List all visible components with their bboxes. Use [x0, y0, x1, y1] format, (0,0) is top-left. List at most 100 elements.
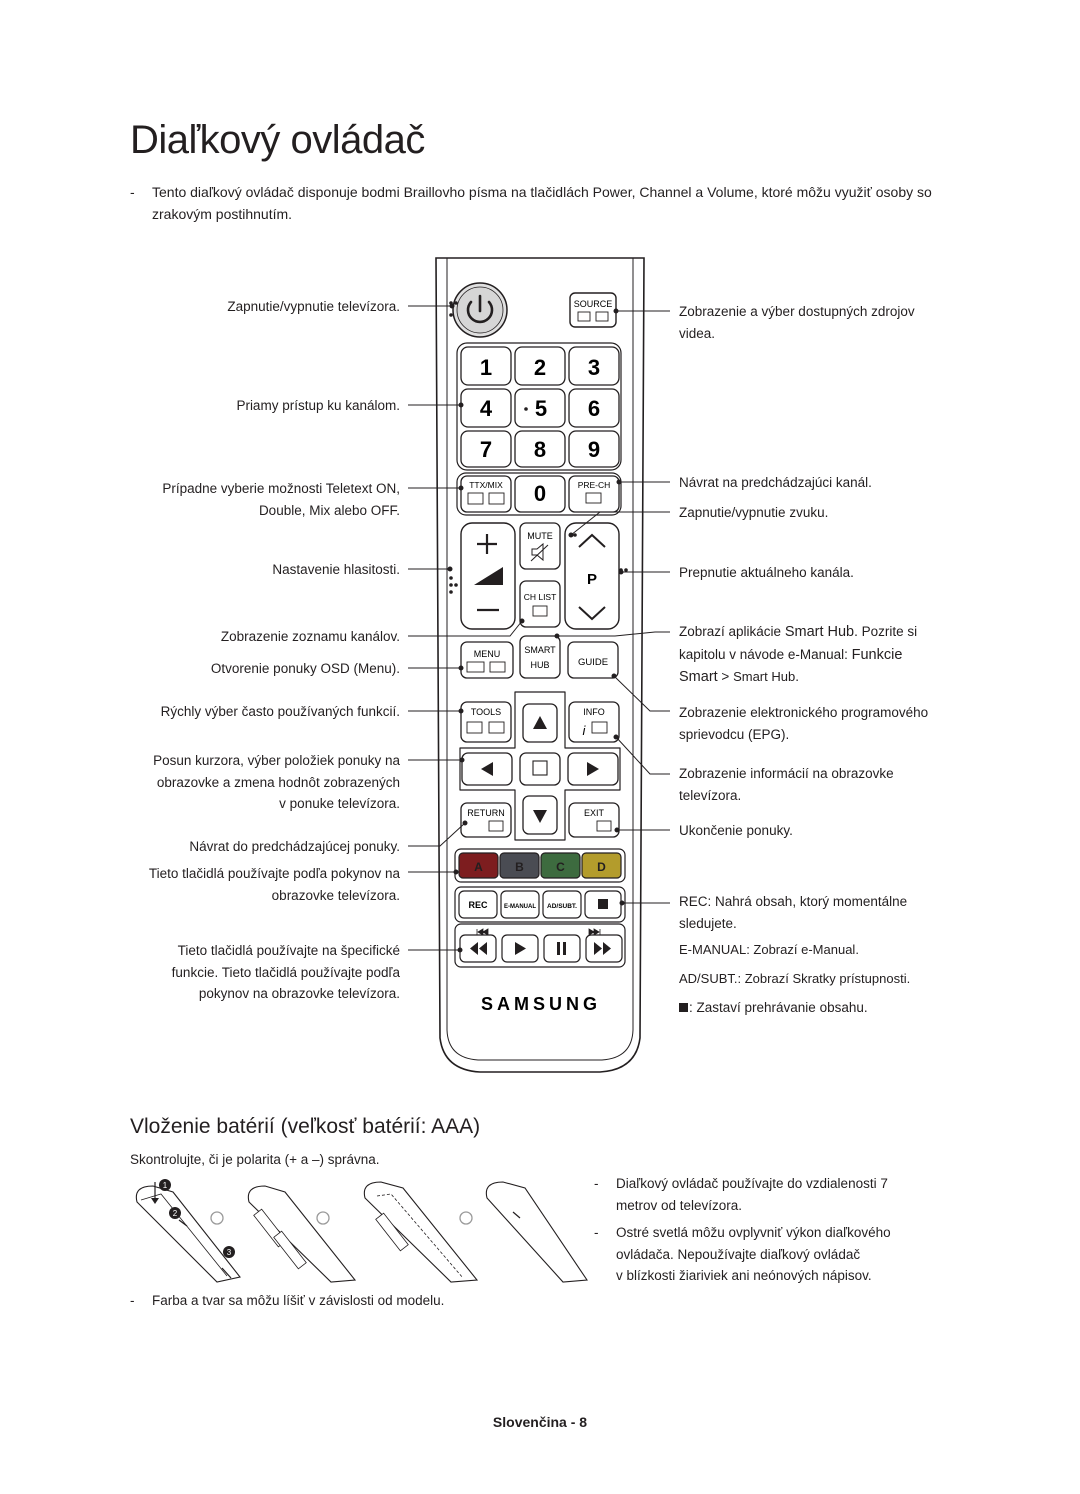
e-manual-dot: .: [855, 942, 859, 957]
battery-step-2-image: [247, 1185, 357, 1283]
rewind-button: [459, 934, 497, 963]
digit-2-button: 2: [514, 346, 566, 386]
digit-8-label: 8: [534, 437, 546, 462]
fast-forward-button: [585, 934, 623, 963]
smart-hub-line3d: .: [795, 669, 799, 684]
mute-button: MUTE: [519, 522, 561, 570]
color-key-a-button[interactable]: A: [458, 852, 499, 879]
digit-9-label: 9: [588, 437, 600, 462]
label-special: Tieto tlačidlá používajte na špecifické …: [172, 940, 400, 1005]
next-arrow-icon: [210, 1211, 224, 1225]
guide-button: GUIDE: [567, 641, 619, 679]
stop-button: [584, 890, 622, 919]
label-exit: Ukončenie ponuky.: [679, 823, 793, 838]
ttx-mix-label: TTX/MIX: [469, 480, 503, 490]
label-guide: Zobrazenie elektronického programového s…: [679, 702, 928, 745]
color-key-c-label: C: [556, 860, 565, 874]
digit-3-button: 3: [568, 346, 620, 386]
channel-rocker: [564, 522, 620, 630]
guide-label: GUIDE: [578, 657, 608, 668]
smart-hub-line2a: kapitolu v návode e-Manual:: [679, 646, 852, 662]
ttx-mix-button: TTX/MIX: [460, 475, 512, 513]
enter-button: [519, 752, 561, 786]
label-color-keys: Tieto tlačidlá používajte podľa pokynov …: [149, 863, 400, 906]
digit-4-label: 4: [480, 396, 493, 421]
label-e-manual: E-MANUAL: Zobrazí e-Manual.: [679, 939, 859, 961]
note-distance-line2: metrov od televízora.: [616, 1197, 743, 1213]
e-manual-term: E-MANUAL: [679, 942, 747, 957]
intro-sep1: ,: [631, 184, 640, 200]
step-3-badge: 3: [227, 1248, 232, 1257]
digit-3-label: 3: [588, 355, 600, 380]
mute-label: MUTE: [527, 531, 553, 541]
note-color-shape: -Farba a tvar sa môžu líšiť v závislosti…: [130, 1290, 444, 1312]
digit-4-button: 4: [460, 388, 512, 428]
volume-rocker: [460, 522, 516, 630]
up-arrow-button: [522, 703, 558, 743]
play-button: [501, 934, 539, 963]
return-label: RETURN: [467, 808, 505, 818]
rec-button: REC: [458, 890, 498, 919]
e-manual-desc: : Zobrazí: [746, 942, 802, 957]
smart-hub-line1c: . Pozrite si: [854, 624, 918, 639]
pre-ch-button: PRE-CH: [568, 475, 620, 513]
digit-0-label: 0: [534, 481, 546, 506]
step-2-badge: 2: [173, 1209, 178, 1218]
color-key-c-button[interactable]: C: [540, 852, 581, 879]
digit-9-button: 9: [568, 430, 620, 468]
intro-sep2: a: [691, 184, 708, 200]
digit-6-button: 6: [568, 388, 620, 428]
battery-polarity-note: Skontrolujte, či je polarita (+ a –) spr…: [130, 1152, 380, 1167]
smart-hub-line1b: Smart Hub: [784, 624, 855, 640]
ad-subt-desc: : Zobrazí: [737, 971, 793, 986]
samsung-logo: SAMSUNG: [481, 994, 601, 1014]
note-light-line3: v blízkosti žiariviek ani neónových nápi…: [616, 1268, 872, 1283]
svg-text:i: i: [583, 723, 587, 738]
label-volume: Nastavenie hlasitosti.: [272, 562, 400, 577]
label-teletext: Prípadne vyberie možnosti Teletext ON, D…: [162, 478, 400, 521]
smart-hub-line2b: Funkcie: [851, 646, 903, 663]
ad-subt-term: AD/SUBT.: [679, 971, 738, 986]
channel-p-label: P: [587, 571, 597, 588]
label-direct-channel: Priamy prístup ku kanálom.: [236, 398, 400, 413]
label-stop: : Zastaví prehrávanie obsahu.: [679, 997, 868, 1019]
exit-label: EXIT: [584, 808, 605, 818]
stop-square-icon: [679, 1003, 688, 1012]
label-source-line2: videa.: [679, 325, 716, 341]
ch-list-label: CH LIST: [524, 592, 557, 602]
menu-button: MENU: [460, 641, 514, 679]
battery-step-1-image: 1 2 3: [135, 1179, 241, 1283]
label-cursor-line1: Posun kurzora, výber položiek ponuky na: [153, 753, 400, 768]
label-tools: Rýchly výber často používaných funkcií.: [160, 704, 400, 719]
battery-step-4-image: [485, 1181, 588, 1283]
label-smart-hub: Zobrazí aplikácie Smart Hub. Pozrite si …: [679, 621, 917, 689]
intro-channel: Channel: [639, 184, 692, 200]
digit-6-label: 6: [588, 396, 600, 421]
color-key-d-label: D: [597, 860, 606, 874]
source-label: SOURCE: [574, 299, 613, 309]
label-info: Zobrazenie informácií na obrazovke telev…: [679, 763, 894, 806]
smart-hub-line3a: Smart: [679, 669, 718, 685]
color-key-d-button[interactable]: D: [581, 852, 622, 879]
label-menu: Otvorenie ponuky OSD (Menu).: [210, 661, 400, 676]
intro-paragraph: - Tento diaľkový ovládač disponuje bodmi…: [130, 181, 950, 225]
hub-label: HUB: [530, 660, 549, 670]
digit-1-label: 1: [480, 355, 492, 380]
left-arrow-button: [461, 752, 513, 786]
label-ch-list: Zobrazenie zoznamu kanálov.: [220, 629, 400, 644]
exit-button: EXIT: [568, 802, 620, 838]
intro-text-a: Tento diaľkový ovládač disponuje bodmi B…: [152, 184, 593, 200]
intro-power: Power: [592, 184, 632, 200]
label-mute: Zapnutie/vypnutie zvuku.: [679, 505, 829, 520]
color-key-b-button[interactable]: B: [499, 852, 540, 879]
smart-hub-line1a: Zobrazí aplikácie: [679, 624, 785, 639]
ch-list-button: CH LIST: [519, 580, 561, 628]
intro-text-b: , ktoré môžu využiť osoby so zrakovým po…: [152, 184, 932, 222]
label-colors-line1: Tieto tlačidlá používajte podľa pokynov …: [148, 866, 400, 881]
label-colors-line2: obrazovke televízora.: [271, 887, 400, 903]
battery-steps-illustration: 1 2 3: [135, 1179, 588, 1283]
label-cursor: Posun kurzora, výber položiek ponuky na …: [153, 750, 400, 815]
